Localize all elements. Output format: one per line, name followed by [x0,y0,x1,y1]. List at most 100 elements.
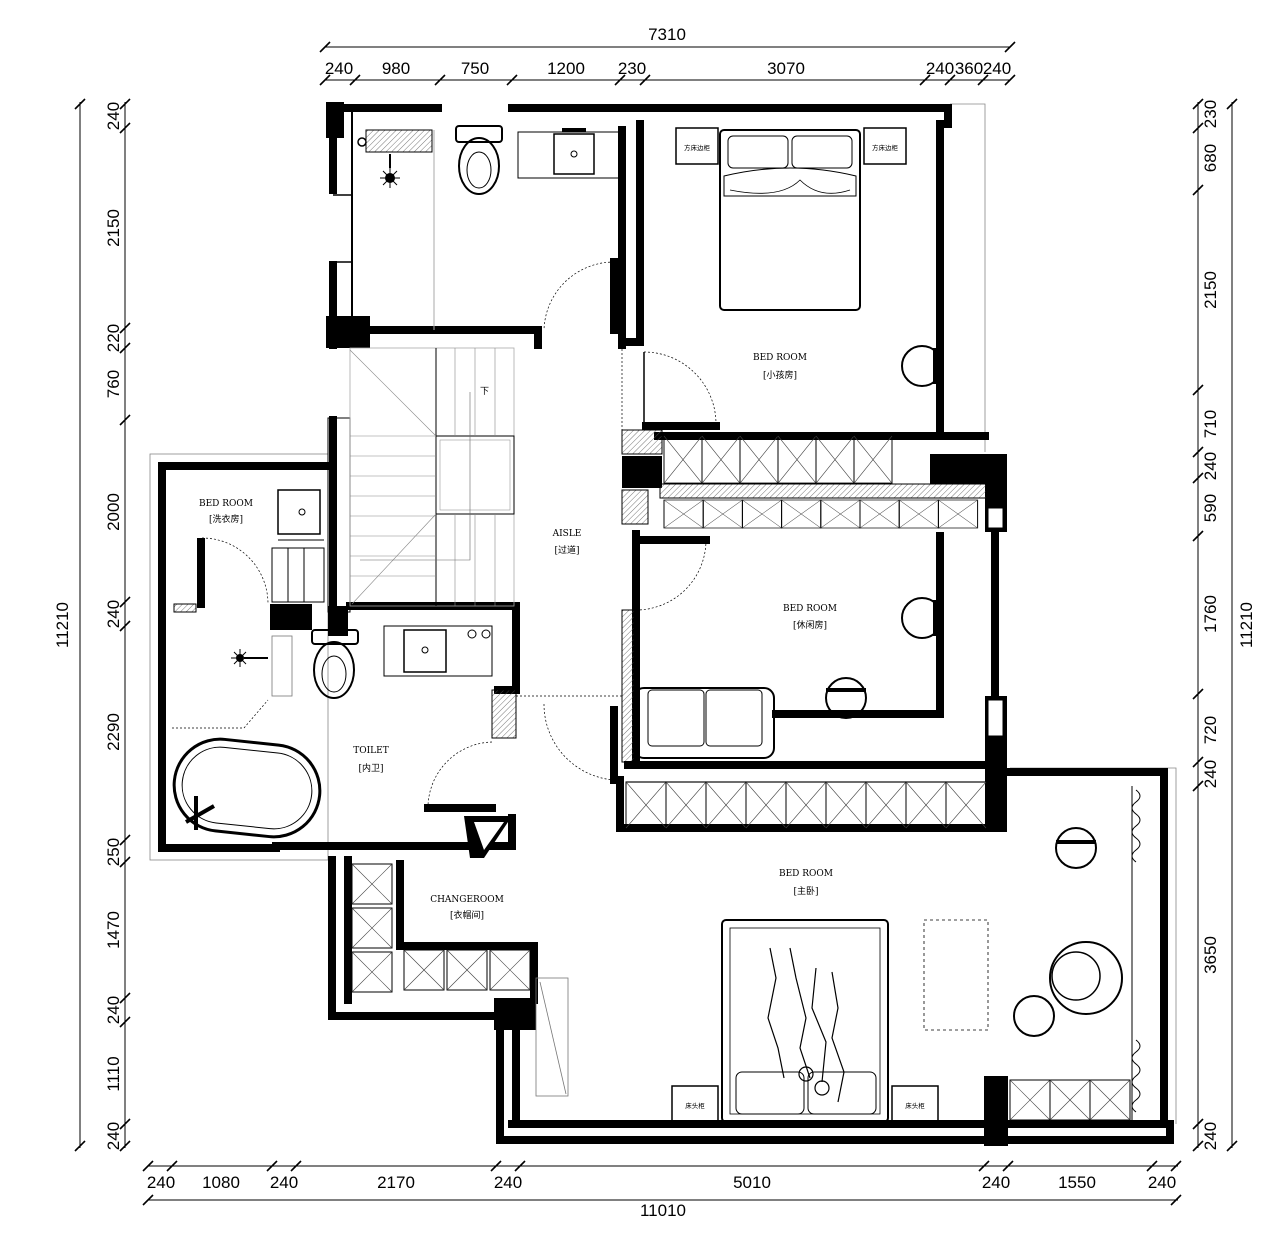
column [270,604,312,630]
chair-icon [1055,827,1097,869]
dim-bottom-9: 240 [1148,1173,1176,1192]
dim-right-9: 240 [1201,760,1220,788]
room-lounge-en: BED ROOM [783,604,837,614]
dim-left-9: 1470 [104,911,123,949]
dimension-bottom: 11010 240 1080 240 2170 240 5010 240 155… [147,1165,1178,1220]
staircase: 下 [349,347,515,607]
column [494,998,536,1030]
column [326,102,344,138]
dim-right-2: 680 [1201,144,1220,172]
room-changeroom-en: CHANGEROOM [430,895,504,905]
dim-top-6: 3070 [767,59,805,78]
dim-right-11: 240 [1201,1122,1220,1150]
dim-left-4: 760 [104,370,123,398]
nightstand [671,1085,719,1123]
dim-bottom-1: 240 [147,1173,175,1192]
room-labels: BED ROOM [小孩房] BED ROOM [洗衣房] AISLE [过道]… [199,353,837,921]
sink-icon [517,128,621,179]
dim-right-6: 590 [1201,494,1220,522]
dim-top-3: 750 [461,59,489,78]
dim-right-1: 230 [1201,100,1220,128]
toilet-icon [455,125,503,195]
room-laundry-cn: [洗衣房] [209,513,243,525]
dim-left-3: 220 [104,324,123,352]
room-aisle-cn: [过道] [554,544,579,556]
dim-left-7: 2290 [104,713,123,751]
dim-left-total: 11210 [53,602,72,648]
dim-left-11: 1110 [104,1056,123,1091]
walls [158,102,1174,1146]
dim-left-1: 240 [104,102,123,130]
dim-top-1: 240 [325,59,353,78]
dim-right-total: 11210 [1237,602,1256,648]
dim-bottom-7: 240 [982,1173,1010,1192]
room-lounge-cn: [休闲房] [793,619,827,631]
armchair-icon [1013,941,1123,1037]
doors [172,261,717,807]
dimension-top: 7310 240 980 750 1200 230 3070 240 360 2… [325,25,1011,81]
nightstand-label: 方床边柜 [872,143,899,152]
room-master-bedroom-en: BED ROOM [779,869,833,879]
dim-left-2: 2150 [104,209,123,247]
dim-left-8: 250 [104,838,123,866]
room-laundry-en: BED ROOM [199,499,253,509]
toilet-icon [311,629,359,699]
bed-icon [721,919,889,1123]
nightstand [675,127,719,165]
chair-icon [825,677,867,719]
dim-right-8: 720 [1201,716,1220,744]
room-aisle-en: AISLE [552,529,582,539]
dim-bottom-4: 2170 [377,1173,415,1192]
dim-top-2: 980 [382,59,410,78]
dim-bottom-total: 11010 [640,1201,686,1220]
dimension-ticks [74,41,1238,1206]
room-child-bedroom-cn: [小孩房] [763,369,797,381]
stair-down-label: 下 [480,387,489,397]
column [984,1076,1008,1146]
column [622,456,662,488]
fixtures: 方床边柜 方床边柜 [172,125,1123,1123]
room-master-bedroom-cn: [主卧] [793,885,818,897]
dim-bottom-6: 5010 [733,1173,771,1192]
dim-top-8: 360 [955,59,983,78]
dim-bottom-8: 1550 [1058,1173,1096,1192]
nightstand [863,127,907,165]
shower-head-icon [231,649,268,667]
dim-bottom-3: 240 [270,1173,298,1192]
dim-right-5: 240 [1201,452,1220,480]
dim-right-7: 1760 [1201,595,1220,633]
nightstand-label: 床头柜 [685,1101,705,1110]
dim-top-total: 7310 [648,25,686,44]
dimension-left: 11210 240 2150 220 760 2000 240 2290 250… [53,102,126,1150]
nightstand-label: 床头柜 [905,1101,925,1110]
room-toilet-en: TOILET [353,746,389,756]
column [930,454,986,484]
sink-icon [383,625,493,677]
bathtub-icon [172,737,322,839]
dim-top-7: 240 [926,59,954,78]
dim-bottom-5: 240 [494,1173,522,1192]
rug [923,919,989,1031]
room-changeroom-cn: [衣帽间] [450,909,484,921]
dim-left-5: 2000 [104,493,123,531]
dim-bottom-2: 1080 [202,1173,240,1192]
chair-icon [901,597,943,639]
nightstand-label: 方床边柜 [684,143,711,152]
room-toilet-cn: [内卫] [358,762,383,774]
dim-right-10: 3650 [1201,936,1220,974]
dim-top-5: 230 [618,59,646,78]
dim-left-10: 240 [104,996,123,1024]
dim-top-4: 1200 [547,59,585,78]
dim-left-6: 240 [104,600,123,628]
sofa-icon [633,687,775,759]
wardrobes [351,435,1141,1121]
dimension-right: 11210 230 680 2150 710 240 590 1760 720 … [1197,100,1256,1150]
dim-top-9: 240 [983,59,1011,78]
dim-left-12: 240 [104,1122,123,1150]
room-child-bedroom-en: BED ROOM [753,353,807,363]
washing-machine-icon [271,489,325,603]
dim-right-3: 2150 [1201,271,1220,309]
nightstand [891,1085,939,1123]
chair-icon [901,345,943,387]
